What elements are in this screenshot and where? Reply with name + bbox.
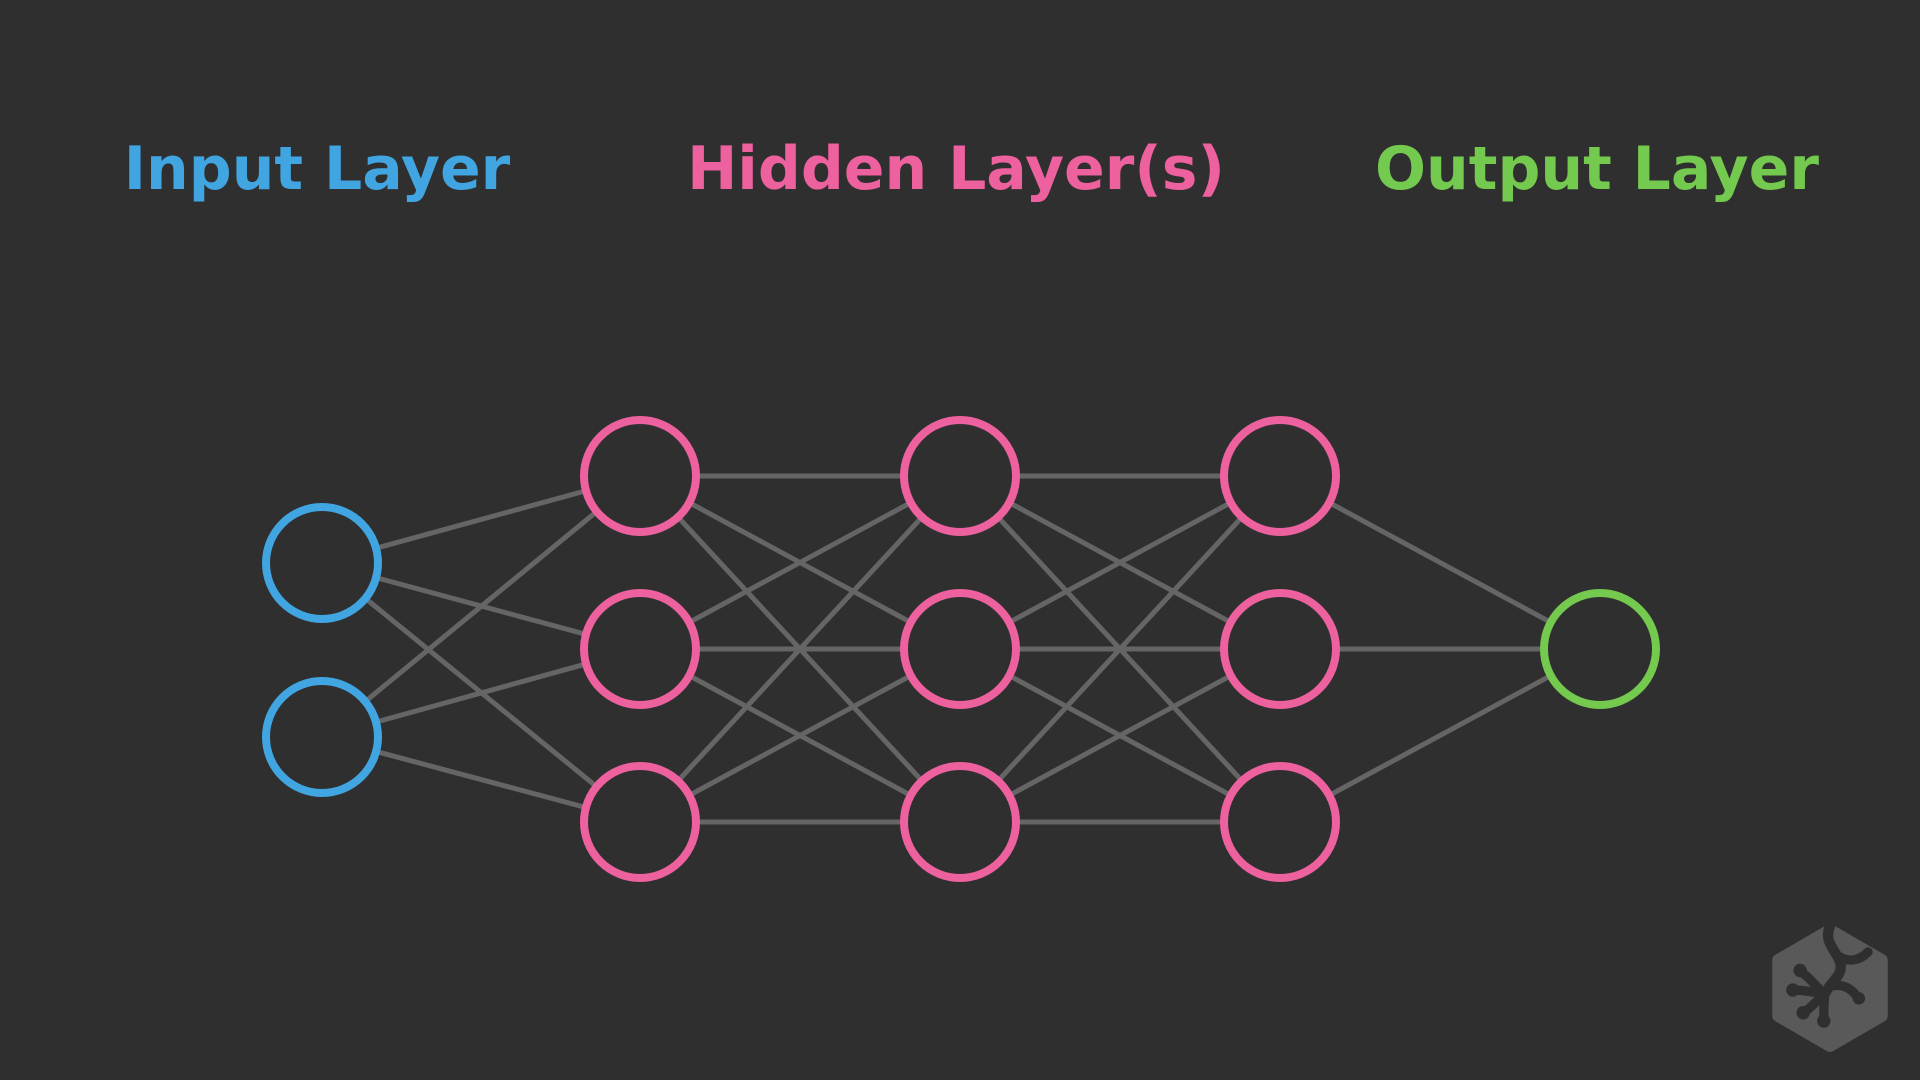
hidden-layer-3-node-2 — [1220, 589, 1340, 709]
input-layer-node-2 — [262, 677, 382, 797]
hidden-layer-1-node-3 — [580, 762, 700, 882]
hidden-layer-2-node-2 — [900, 589, 1020, 709]
hidden-layer-2-node-3 — [900, 762, 1020, 882]
output-layer-heading: Output Layer — [1375, 134, 1819, 204]
connection-edge — [638, 473, 962, 652]
connection-edge — [958, 473, 1282, 652]
hidden-layer-2-node-1 — [900, 416, 1020, 536]
hidden-layer-1-node-1 — [580, 416, 700, 536]
hidden-layer-3-node-1 — [1220, 416, 1340, 536]
output-layer-node-1 — [1540, 589, 1660, 709]
connection-edge — [320, 474, 642, 739]
connection-edge — [958, 646, 1282, 825]
connection-edge — [1278, 473, 1602, 652]
lizard-foot-icon — [1786, 922, 1873, 1028]
connection-edge — [638, 474, 962, 824]
connection-edge — [638, 646, 962, 825]
hidden-layers-heading: Hidden Layer(s) — [687, 134, 1225, 204]
lizard-foot-hexagon-logo — [1772, 922, 1888, 1052]
connection-edge — [1278, 646, 1602, 825]
input-layer-node-1 — [262, 503, 382, 623]
hidden-layer-3-node-3 — [1220, 762, 1340, 882]
neuron-nodes — [262, 416, 1660, 882]
hidden-layer-1-node-2 — [580, 589, 700, 709]
input-layer-heading: Input Layer — [123, 134, 511, 204]
connection-edge — [958, 474, 1282, 824]
